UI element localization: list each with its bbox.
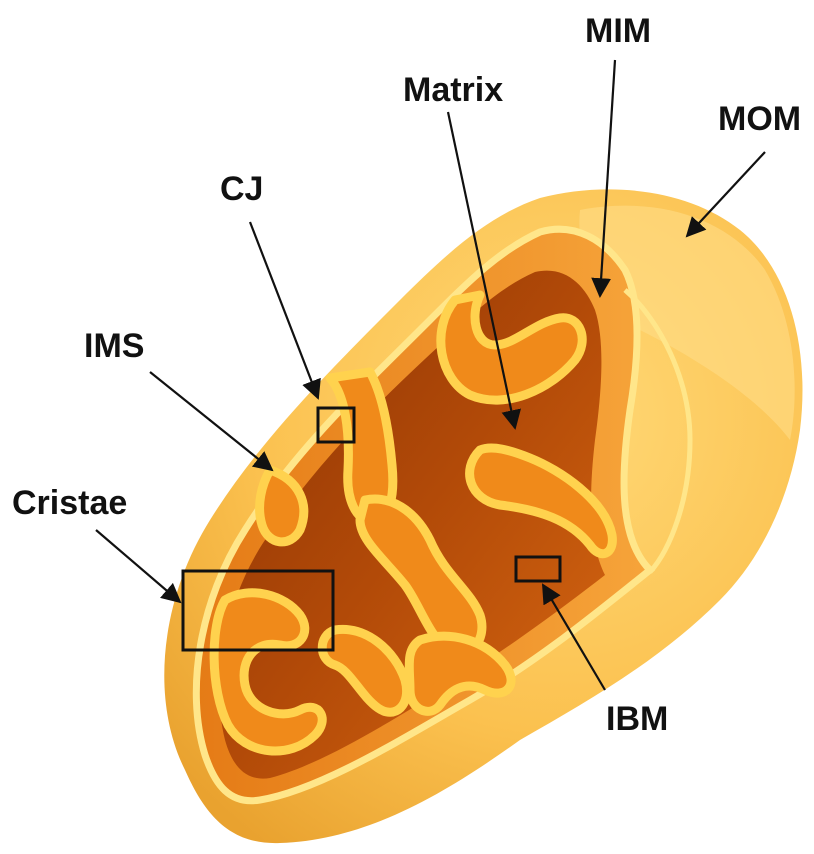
mom-label: MOM: [718, 100, 801, 138]
cj-label: CJ: [220, 170, 263, 208]
cj-arrow: [250, 222, 318, 398]
mim-label: MIM: [585, 12, 651, 50]
ims-label: IMS: [84, 327, 144, 365]
ims-arrow: [150, 372, 272, 470]
cristae-label: Cristae: [12, 484, 127, 522]
cristae-arrow: [96, 530, 180, 602]
matrix-label: Matrix: [403, 71, 503, 109]
ibm-label: IBM: [606, 700, 668, 738]
